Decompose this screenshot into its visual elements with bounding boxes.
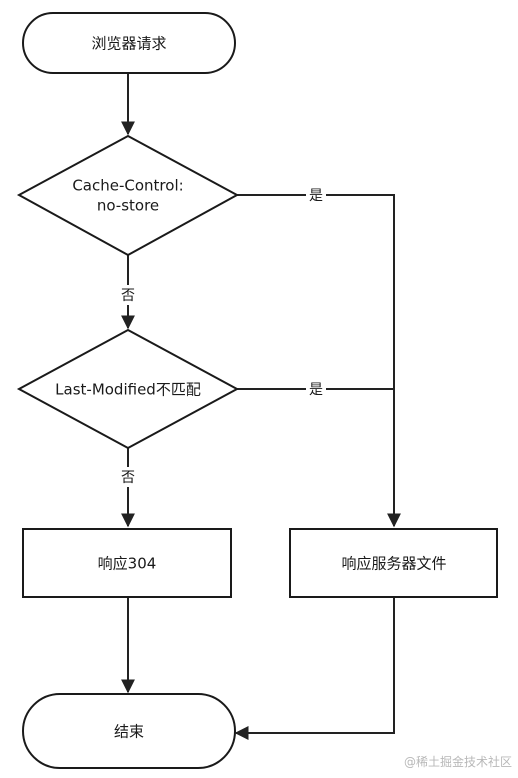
- node-end-label: 结束: [114, 723, 144, 741]
- edge-decision1-yes-to-server: [237, 194, 401, 528]
- node-respond304-label: 响应304: [98, 555, 157, 573]
- edge-label-yes2-text: 是: [309, 382, 323, 398]
- edge-label-no2-text: 否: [121, 470, 135, 486]
- node-end: 结束: [22, 693, 236, 769]
- node-decision1-shape: [16, 134, 240, 257]
- node-decision2: Last-Modified不匹配: [16, 328, 240, 450]
- node-end-shape: [22, 693, 236, 769]
- watermark: @稀土掘金技术社区: [403, 755, 512, 769]
- node-respond-server-shape: [289, 528, 498, 598]
- node-decision2-label: Last-Modified不匹配: [55, 381, 201, 399]
- edge-label-yes1-bg: [306, 186, 326, 204]
- node-start-shape: [22, 12, 236, 74]
- node-respond304: 响应304: [22, 528, 232, 598]
- edge-label-yes1-text: 是: [309, 188, 323, 204]
- edge-label-no1: 否: [118, 285, 138, 305]
- edge-label-yes2-bg: [306, 380, 326, 398]
- edge-label-yes2: 是: [306, 380, 326, 398]
- node-respond-server: 响应服务器文件: [289, 528, 498, 598]
- edge-label-yes1: 是: [306, 186, 326, 204]
- edge-label-no1-bg: [118, 285, 138, 305]
- node-decision2-shape: [16, 328, 240, 450]
- edge-label-no2: 否: [118, 467, 138, 487]
- node-decision1-label-line1: Cache-Control:: [72, 177, 183, 195]
- edge-label-no2-bg: [118, 467, 138, 487]
- node-respond304-shape: [22, 528, 232, 598]
- node-decision1: Cache-Control: no-store: [16, 134, 240, 257]
- edge-label-no1-text: 否: [121, 288, 135, 304]
- node-start-label: 浏览器请求: [91, 35, 166, 53]
- node-start: 浏览器请求: [22, 12, 236, 74]
- node-decision1-label-line2: no-store: [97, 197, 159, 215]
- node-respond-server-label: 响应服务器文件: [341, 555, 446, 573]
- edge-server-to-end: [234, 598, 395, 740]
